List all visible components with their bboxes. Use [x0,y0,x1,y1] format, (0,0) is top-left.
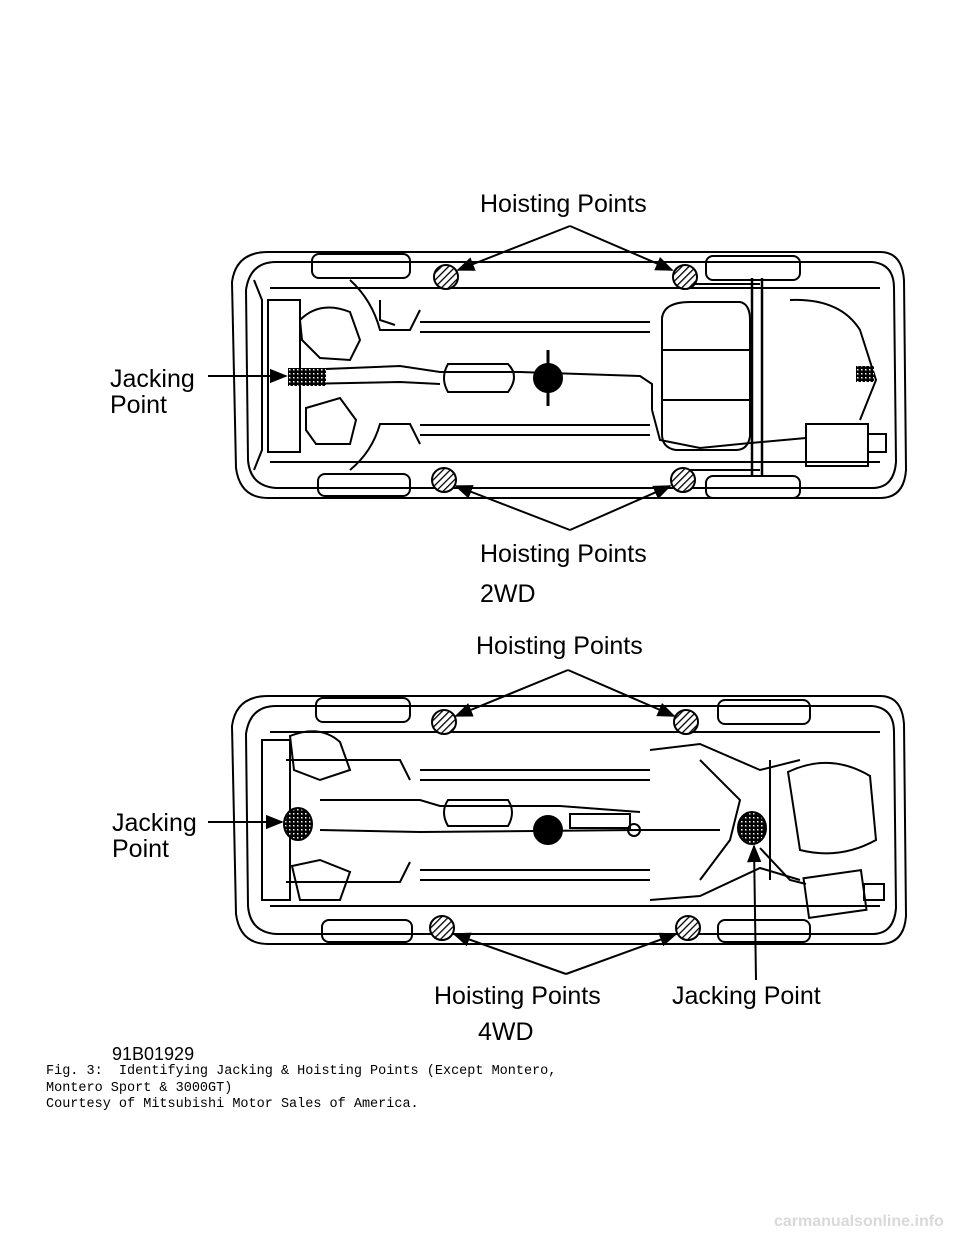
caption-line-2: Montero Sport & 3000GT) [46,1080,233,1096]
label-jacking-4wd-line2: Point [112,835,169,863]
label-drive-4wd: 4WD [478,1018,534,1046]
label-hoisting-points-4wd-top: Hoisting Points [476,632,643,660]
hoisting-arrows-2wd [208,225,674,531]
label-jacking-point-rear: Jacking Point [672,982,821,1010]
figure-code: 91B01929 [112,1044,195,1064]
caption-line-3: Courtesy of Mitsubishi Motor Sales of Am… [46,1097,419,1112]
hoisting-arrows-4wd [208,669,762,981]
label-hoisting-points-2wd-top: Hoisting Points [480,190,647,218]
label-jacking-2wd-line1: Jacking [110,365,195,393]
label-hoisting-points-4wd-bottom: Hoisting Points [434,982,601,1010]
watermark: carmanualsonline.info [774,1213,944,1230]
hoisting-point-markers-2wd [288,264,698,493]
caption-line-1: Fig. 3: Identifying Jacking & Hoisting P… [46,1064,557,1079]
vehicle-2wd [230,251,908,499]
label-drive-2wd: 2WD [480,580,536,608]
vehicle-4wd [230,695,908,945]
hoisting-point-markers-4wd [283,709,767,941]
figure-caption: Fig. 3: Identifying Jacking & Hoisting P… [46,1064,556,1114]
label-jacking-4wd-line1: Jacking [112,809,197,837]
label-hoisting-points-2wd-bottom: Hoisting Points [480,540,647,568]
label-jacking-2wd-line2: Point [110,391,167,419]
